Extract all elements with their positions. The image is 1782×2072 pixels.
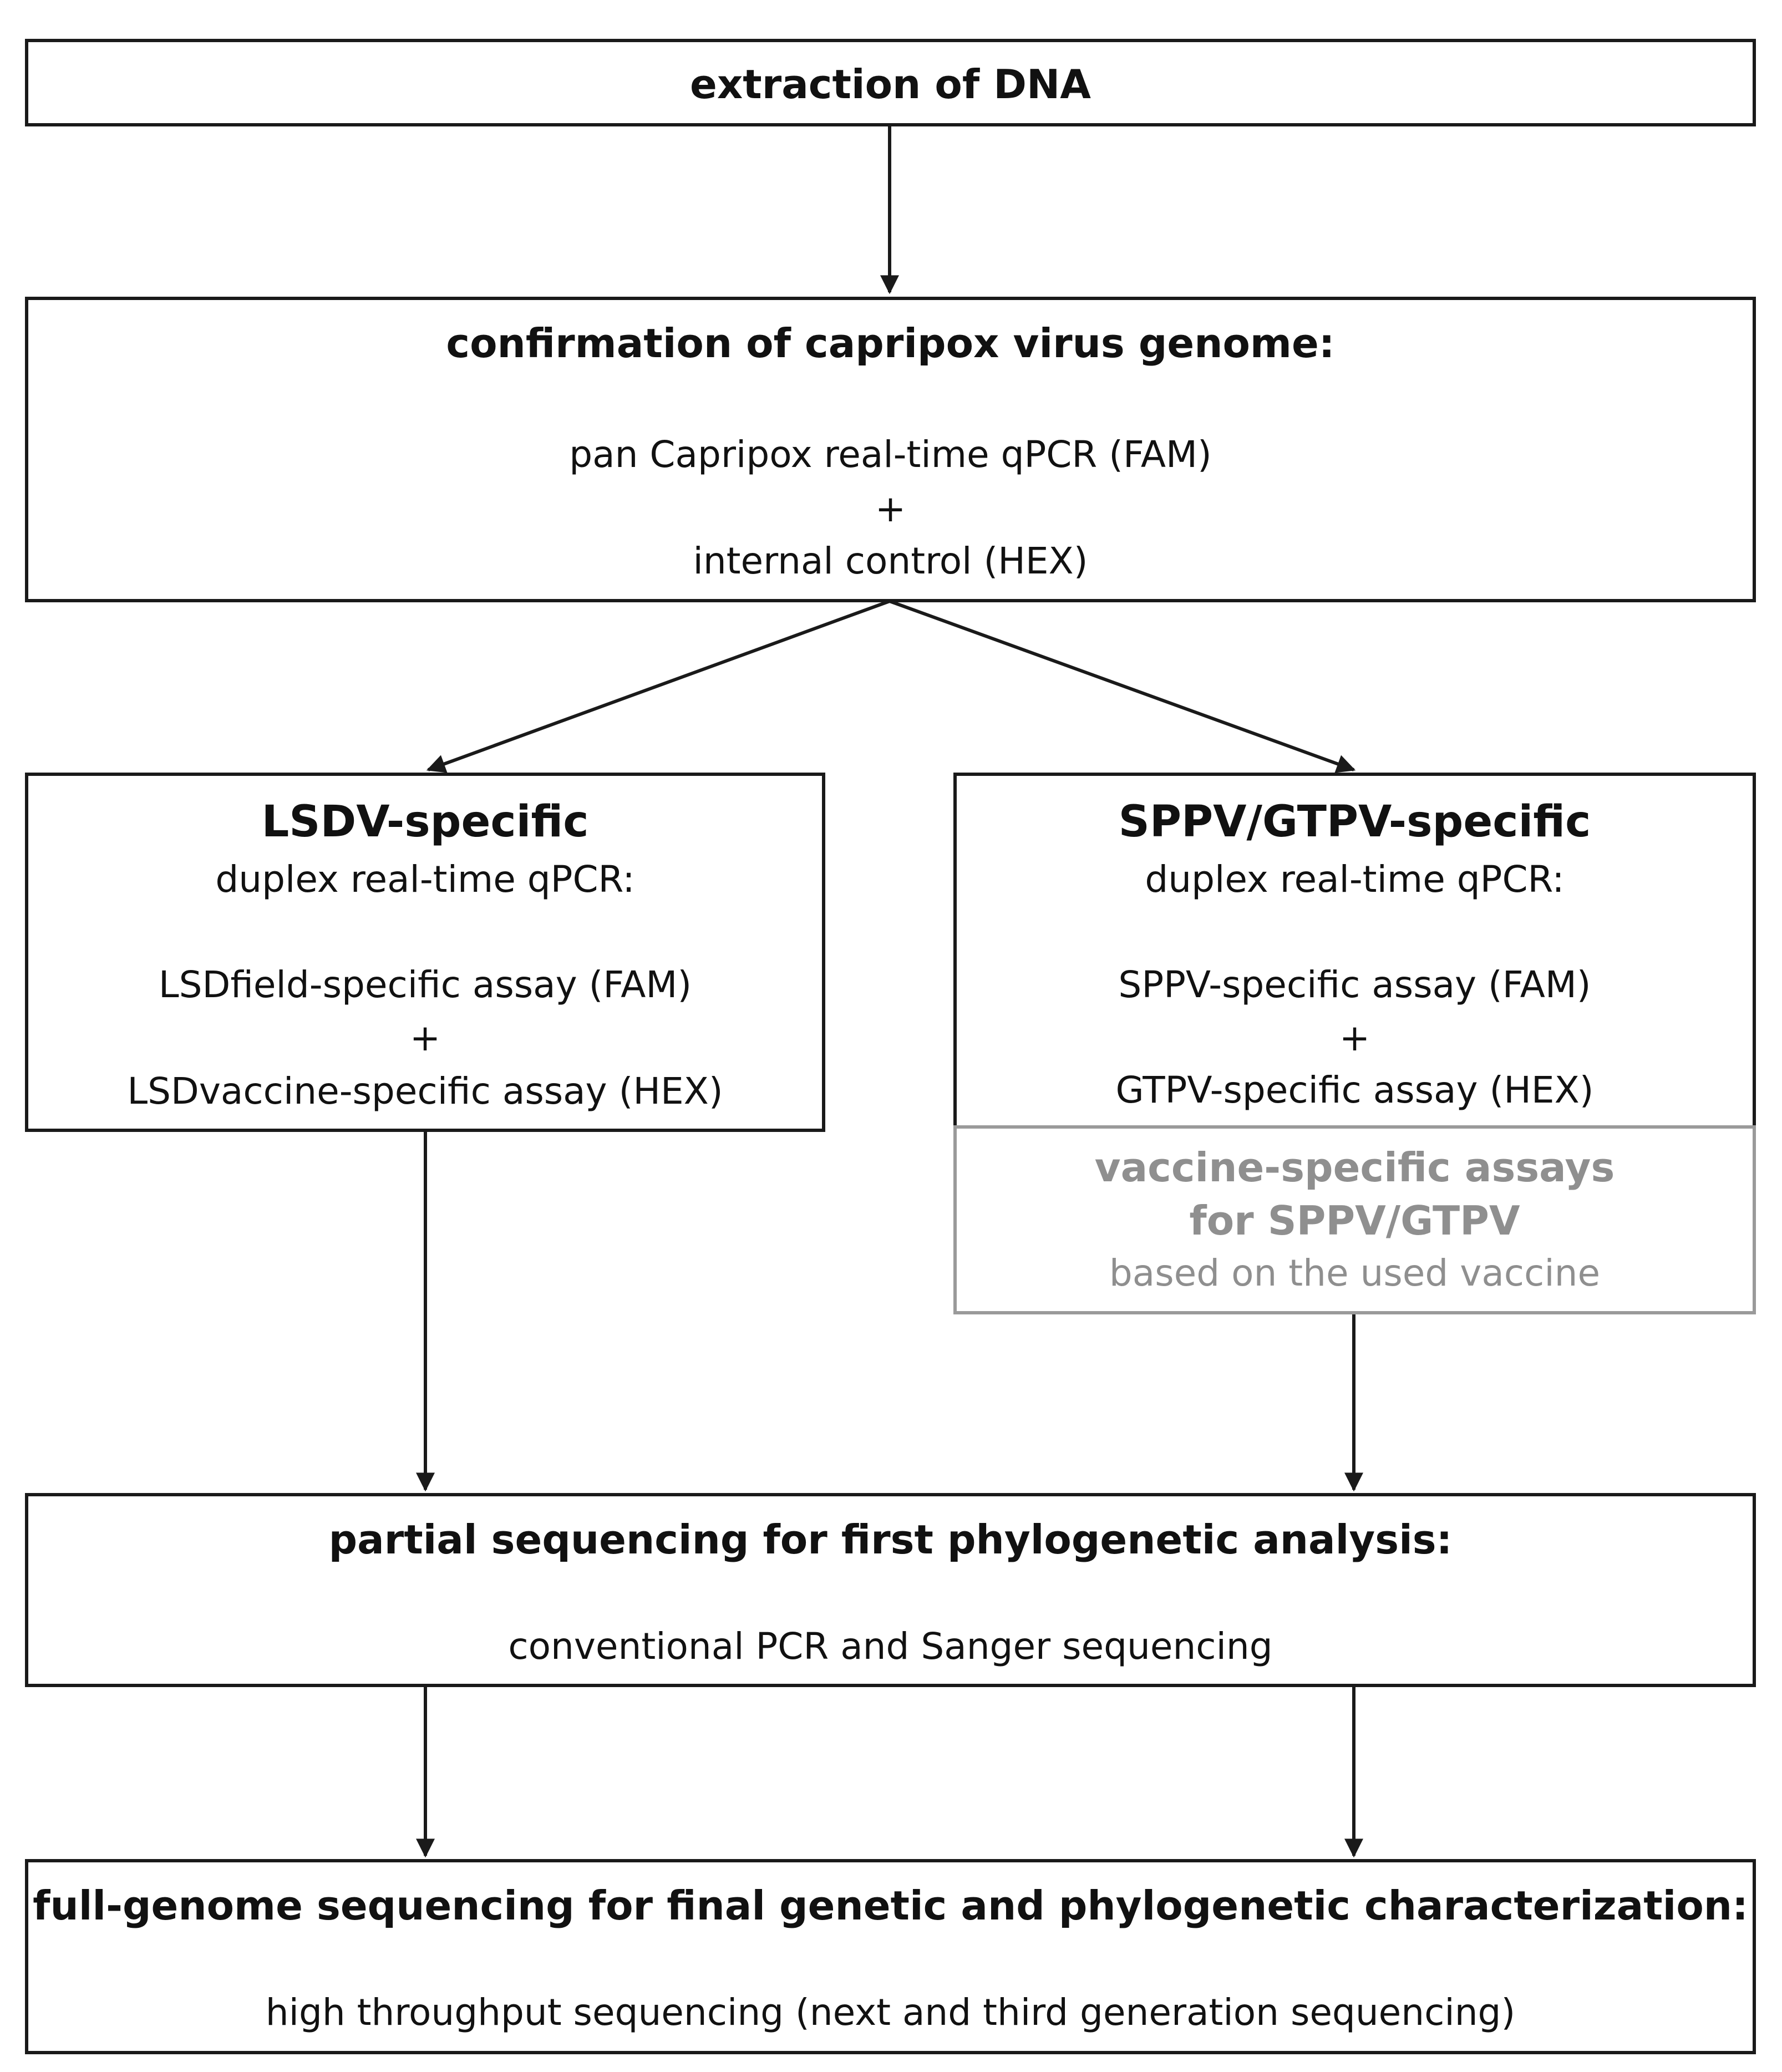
vaccine-title-line2: for SPPV/GTPV [1189, 1197, 1520, 1244]
full-genome-box: full-genome sequencing for final genetic… [25, 1859, 1756, 2054]
lsdv-box: LSDV-specific duplex real-time qPCR: LSD… [25, 773, 825, 1132]
sppv-gtpv-plus: + [1339, 1017, 1370, 1059]
lsdv-plus: + [409, 1017, 441, 1059]
partial-sequencing-line1: conventional PCR and Sanger sequencing [508, 1625, 1273, 1668]
extraction-title: extraction of DNA [690, 61, 1091, 108]
lsdv-line1: LSDfield-specific assay (FAM) [158, 963, 692, 1006]
confirmation-title: confirmation of capripox virus genome: [446, 320, 1335, 367]
sppv-gtpv-box: SPPV/GTPV-specific duplex real-time qPCR… [953, 773, 1756, 1129]
sppv-gtpv-line2: GTPV-specific assay (HEX) [1115, 1069, 1594, 1111]
vaccine-title-line1: vaccine-specific assays [1094, 1144, 1615, 1191]
confirmation-plus: + [875, 487, 906, 530]
extraction-box: extraction of DNA [25, 39, 1756, 126]
lsdv-line2: LSDvaccine-specific assay (HEX) [127, 1070, 723, 1113]
confirmation-line1: pan Capripox real-time qPCR (FAM) [569, 433, 1212, 476]
confirmation-box: confirmation of capripox virus genome: p… [25, 297, 1756, 602]
partial-sequencing-title: partial sequencing for first phylogeneti… [328, 1516, 1453, 1563]
sppv-gtpv-subtitle: duplex real-time qPCR: [1145, 858, 1565, 901]
full-genome-title: full-genome sequencing for final genetic… [33, 1882, 1748, 1929]
vaccine-line1: based on the used vaccine [1109, 1252, 1601, 1294]
lsdv-title: LSDV-specific [261, 797, 589, 847]
lsdv-subtitle: duplex real-time qPCR: [215, 858, 635, 901]
full-genome-line1: high throughput sequencing (next and thi… [265, 1991, 1516, 2034]
partial-sequencing-box: partial sequencing for first phylogeneti… [25, 1493, 1756, 1687]
confirmation-line2: internal control (HEX) [693, 540, 1088, 582]
sppv-gtpv-line1: SPPV-specific assay (FAM) [1118, 963, 1591, 1006]
arrow-confirmation-to-lsdv [426, 600, 891, 773]
sppv-gtpv-title: SPPV/GTPV-specific [1118, 797, 1591, 847]
vaccine-assays-box: vaccine-specific assays for SPPV/GTPV ba… [953, 1125, 1756, 1314]
arrow-confirmation-to-sppv [889, 600, 1356, 773]
